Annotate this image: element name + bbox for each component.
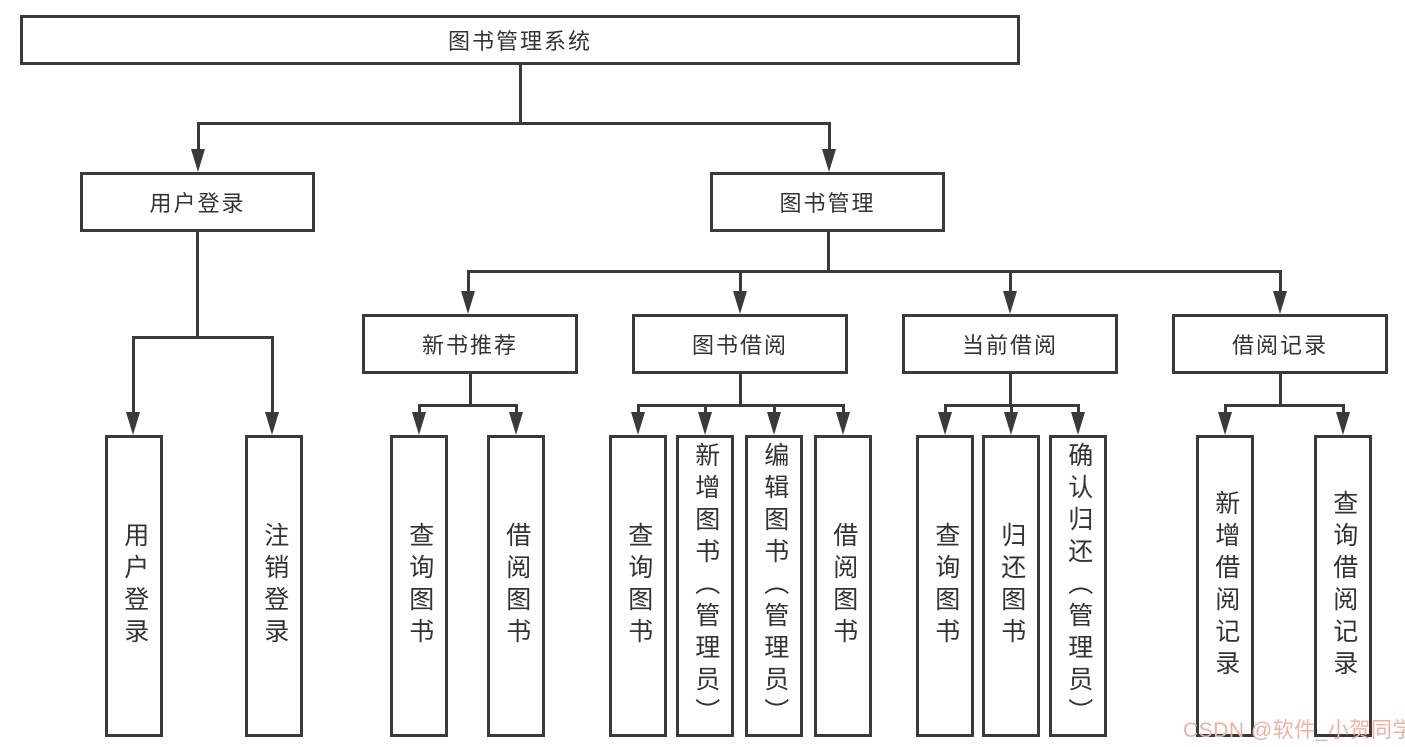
connector-line [1224,404,1227,414]
connector-line [739,270,742,292]
node-book-borrow: 图书借阅 [632,314,848,374]
node-new-book-recommend: 新书推荐 [362,314,578,374]
node-current-borrow-label: 当前借阅 [961,333,1058,358]
arrowhead-down-icon [509,412,523,435]
leaf-query-books-current: 查询图书 [916,435,974,737]
node-borrow-records: 借阅记录 [1172,314,1388,374]
arrowhead-down-icon [938,412,952,435]
arrowhead-down-icon [191,149,205,172]
node-book-manage: 图书管理 [710,172,945,232]
connector-line [132,336,274,339]
leaf-logout-label: 注销登录 [260,522,289,650]
node-user-login-label: 用户登录 [149,191,246,216]
connector-line [1077,404,1080,414]
arrowhead-down-icon [733,291,747,314]
connector-line [197,122,831,125]
leaf-edit-books-admin-label: 编辑图书（管理员） [760,442,789,730]
connector-line [1010,404,1013,414]
arrowhead-down-icon [126,412,140,435]
leaf-query-books-borrow-label: 查询图书 [624,522,653,650]
leaf-borrow-books-recommend-label: 借阅图书 [502,522,531,650]
connector-line [827,232,830,272]
arrowhead-down-icon [1336,412,1350,435]
node-user-login: 用户登录 [80,172,315,232]
connector-line [1279,270,1282,292]
connector-line [773,404,776,414]
leaf-query-books-recommend-label: 查询图书 [405,522,434,650]
connector-line [842,404,845,414]
leaf-confirm-return-admin-label: 确认归还（管理员） [1064,442,1093,730]
node-current-borrow: 当前借阅 [902,314,1118,374]
arrowhead-down-icon [767,412,781,435]
connector-line [637,404,640,414]
leaf-add-borrow-record-label: 新增借阅记录 [1211,490,1240,682]
connector-line [704,404,707,414]
connector-line [467,270,470,292]
connector-line [515,404,518,414]
leaf-borrow-books-recommend: 借阅图书 [487,435,545,737]
connector-line [196,232,199,338]
connector-line [418,404,518,407]
arrowhead-down-icon [836,412,850,435]
connector-line [519,65,522,122]
leaf-query-books-current-label: 查询图书 [931,522,960,650]
leaf-return-books: 归还图书 [982,435,1040,737]
leaf-borrow-books-label: 借阅图书 [829,522,858,650]
watermark: CSDN @软件_小贺同学 [1183,719,1405,742]
leaf-borrow-books: 借阅图书 [814,435,872,737]
arrowhead-down-icon [822,149,836,172]
connector-line [1342,404,1345,414]
connector-line [1224,404,1344,407]
connector-line [418,404,421,414]
leaf-add-books-admin-label: 新增图书（管理员） [691,442,720,730]
leaf-query-borrow-record-label: 查询借阅记录 [1329,490,1358,682]
leaf-confirm-return-admin: 确认归还（管理员） [1049,435,1107,737]
connector-line [637,404,845,407]
connector-line [197,122,200,152]
arrowhead-down-icon [698,412,712,435]
node-root-label: 图书管理系统 [447,29,592,54]
leaf-user-login: 用户登录 [105,435,163,737]
leaf-user-login-label: 用户登录 [120,522,149,650]
connector-line [828,122,831,152]
arrowhead-down-icon [265,412,279,435]
connector-line [467,270,1281,273]
connector-line [1009,374,1012,406]
connector-line [1279,374,1282,406]
node-book-manage-label: 图书管理 [779,191,876,216]
node-book-borrow-label: 图书借阅 [691,333,788,358]
connector-line [469,374,472,406]
arrowhead-down-icon [631,412,645,435]
node-root: 图书管理系统 [20,15,1020,65]
leaf-return-books-label: 归还图书 [997,522,1026,650]
leaf-logout: 注销登录 [245,435,303,737]
connector-line [944,404,947,414]
connector-line [132,336,135,414]
arrowhead-down-icon [1071,412,1085,435]
node-new-book-recommend-label: 新书推荐 [421,333,518,358]
arrowhead-down-icon [1004,412,1018,435]
connector-line [739,374,742,406]
leaf-query-borrow-record: 查询借阅记录 [1314,435,1372,737]
arrowhead-down-icon [461,291,475,314]
node-borrow-records-label: 借阅记录 [1231,333,1328,358]
arrowhead-down-icon [1003,291,1017,314]
arrowhead-down-icon [1218,412,1232,435]
leaf-query-books-recommend: 查询图书 [390,435,448,737]
connector-line [1009,270,1012,292]
connector-line [271,336,274,414]
leaf-add-borrow-record: 新增借阅记录 [1196,435,1254,737]
leaf-add-books-admin: 新增图书（管理员） [676,435,734,737]
leaf-query-books-borrow: 查询图书 [609,435,667,737]
arrowhead-down-icon [1273,291,1287,314]
leaf-edit-books-admin: 编辑图书（管理员） [745,435,803,737]
arrowhead-down-icon [412,412,426,435]
